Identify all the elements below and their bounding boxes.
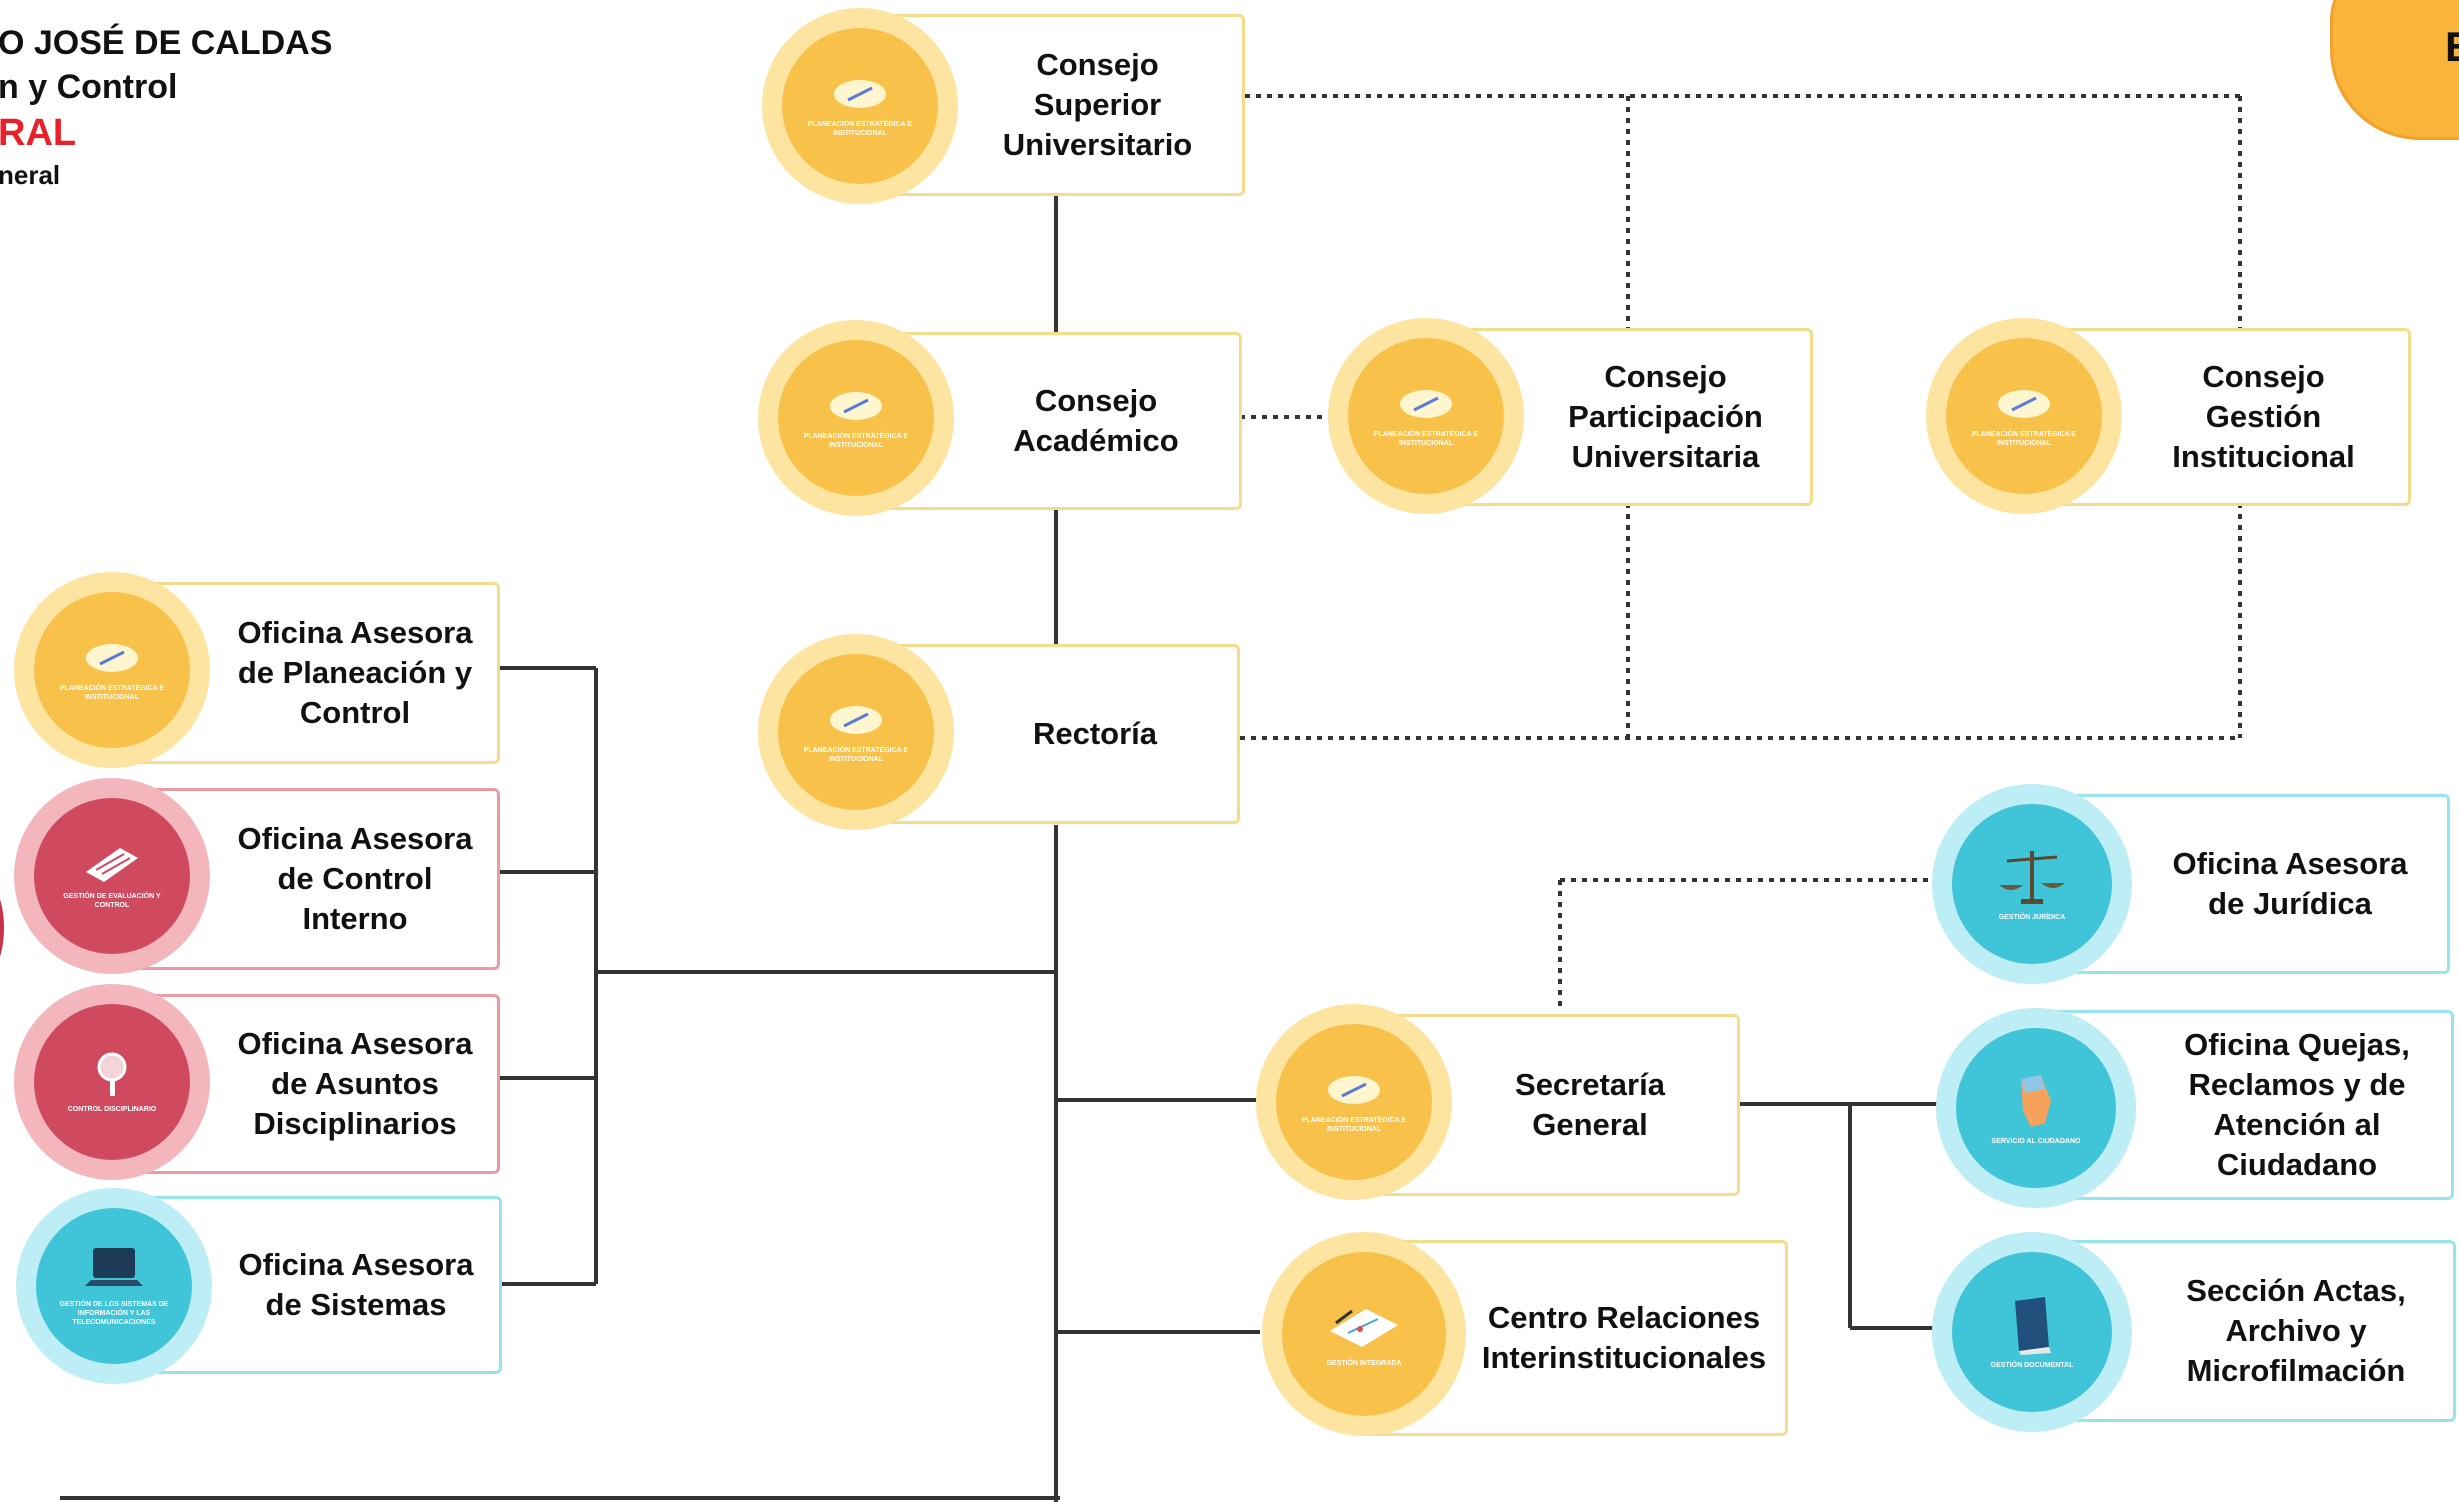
node-label-line: Atención al	[2213, 1107, 2381, 1142]
node-label-line: Participación	[1568, 399, 1763, 434]
node-label-line: Consejo	[1036, 47, 1159, 82]
compass-icon	[85, 643, 138, 672]
book-icon	[2015, 1296, 2051, 1355]
node-label-line: Rectoría	[1032, 716, 1158, 751]
process-badge: SERVICIO AL CIUDADANO	[1936, 1008, 2136, 1208]
chart-scope-label: neral	[0, 160, 61, 190]
badge-caption: GESTIÓN DE EVALUACIÓN Y CONTROL	[63, 892, 161, 909]
node-label-line: Superior	[1033, 87, 1162, 122]
badge-caption: PLANEACIÓN ESTRATÉGICA E INSTITUCIONAL	[1373, 430, 1479, 447]
badge-caption: GESTIÓN DOCUMENTAL	[1990, 1361, 2074, 1369]
process-badge: CONTROL DISCIPLINARIO	[14, 984, 210, 1180]
node-label-line: Consejo	[2202, 359, 2325, 394]
node-label-line: Ciudadano	[2216, 1147, 2378, 1182]
process-badge: PLANEACIÓN ESTRATÉGICA E INSTITUCIONAL	[1256, 1004, 1452, 1200]
node-label-line: Institucional	[2172, 439, 2355, 474]
office-name: n y Control	[0, 68, 178, 106]
node-label-line: Universitaria	[1571, 439, 1760, 474]
node-label-line: Oficina Asesora	[237, 821, 473, 856]
node-label-line: Consejo	[1034, 383, 1158, 418]
badge-caption: GESTIÓN INTEGRADA	[1326, 1359, 1402, 1367]
badge-caption: PLANEACIÓN ESTRATÉGICA E INSTITUCIONAL	[803, 746, 909, 763]
chart-type-label: RAL	[0, 112, 77, 154]
map-icon	[1330, 1308, 1398, 1347]
node-label-line: Archivo y	[2225, 1313, 2367, 1348]
node-label-line: Consejo	[1604, 359, 1727, 394]
compass-icon	[833, 79, 886, 108]
badge-caption: PLANEACIÓN ESTRATÉGICA E INSTITUCIONAL	[803, 432, 909, 449]
process-badge: PLANEACIÓN ESTRATÉGICA E INSTITUCIONAL	[762, 8, 958, 204]
node-label-line: General	[1532, 1107, 1648, 1142]
process-badge: GESTIÓN DOCUMENTAL	[1932, 1232, 2132, 1432]
node-label-line: Microfilmación	[2186, 1353, 2406, 1388]
node-label-line: Oficina Asesora	[2172, 846, 2408, 881]
node-label-line: Interinstitucionales	[1481, 1340, 1767, 1375]
badge-caption: PLANEACIÓN ESTRATÉGICA E INSTITUCIONAL	[1971, 430, 2077, 447]
node-label-line: Académico	[1013, 423, 1179, 458]
corner-badge-text: E	[2445, 23, 2459, 71]
node-label-line: Secretaría	[1515, 1067, 1665, 1102]
badge-caption: CONTROL DISCIPLINARIO	[67, 1106, 157, 1114]
node-label-line: Interno	[302, 901, 408, 936]
node-label-line: Reclamos y de	[2188, 1067, 2406, 1102]
scales-icon	[1999, 850, 2065, 904]
process-badge: PLANEACIÓN ESTRATÉGICA E INSTITUCIONAL	[1328, 318, 1524, 514]
node-label-line: de Control	[277, 861, 433, 896]
node-label-line: Centro Relaciones	[1487, 1300, 1761, 1335]
process-badge: GESTIÓN INTEGRADA	[1262, 1232, 1466, 1436]
magnifier-icon	[97, 1052, 127, 1097]
badge-caption: PLANEACIÓN ESTRATÉGICA E INSTITUCIONAL	[59, 684, 165, 701]
process-badge: PLANEACIÓN ESTRATÉGICA E INSTITUCIONAL	[758, 320, 954, 516]
process-badge: GESTIÓN DE EVALUACIÓN Y CONTROL	[14, 778, 210, 974]
node-label-line: de Planeación y	[237, 655, 473, 690]
node-label-line: de Sistemas	[265, 1287, 447, 1322]
institution-name: O JOSÉ DE CALDAS	[0, 24, 333, 62]
badge-caption: PLANEACIÓN ESTRATÉGICA E INSTITUCIONAL	[1301, 1116, 1407, 1133]
process-badge: PLANEACIÓN ESTRATÉGICA E INSTITUCIONAL	[14, 572, 210, 768]
process-badge: PLANEACIÓN ESTRATÉGICA E INSTITUCIONAL	[758, 634, 954, 830]
node-label-line: de Jurídica	[2208, 886, 2372, 921]
node-label-line: Disciplinarios	[253, 1106, 457, 1141]
laptop-icon	[84, 1248, 143, 1287]
compass-icon	[1399, 389, 1452, 418]
node-label-line: Oficina Asesora	[237, 615, 473, 650]
compass-icon	[829, 705, 882, 734]
compass-icon	[829, 391, 882, 420]
node-label-line: Sección Actas,	[2186, 1273, 2406, 1308]
badge-caption: GESTIÓN DE LOS SISTEMAS DE INFORMACIÓN Y…	[59, 1301, 169, 1327]
compass-icon	[1327, 1075, 1380, 1104]
document-icon	[85, 847, 138, 882]
process-badge: GESTIÓN JURÍDICA	[1932, 784, 2132, 984]
process-badge: PLANEACIÓN ESTRATÉGICA E INSTITUCIONAL	[1926, 318, 2122, 514]
node-label-line: Oficina Quejas,	[2184, 1027, 2410, 1062]
node-label-line: Control	[299, 695, 411, 730]
badge-caption: GESTIÓN JURÍDICA	[1998, 913, 2066, 921]
node-label-line: Oficina Asesora	[237, 1026, 473, 1061]
node-label-line: Oficina Asesora	[238, 1247, 474, 1282]
process-badge: GESTIÓN DE LOS SISTEMAS DE INFORMACIÓN Y…	[16, 1188, 212, 1384]
node-label-line: Universitario	[1002, 127, 1193, 162]
badge-caption: SERVICIO AL CIUDADANO	[1991, 1137, 2081, 1145]
node-label-line: Gestión	[2205, 399, 2322, 434]
hand-icon	[2021, 1074, 2051, 1127]
node-label-line: de Asuntos	[271, 1066, 439, 1101]
badge-caption: PLANEACIÓN ESTRATÉGICA E INSTITUCIONAL	[807, 120, 913, 137]
compass-icon	[1997, 389, 2050, 418]
